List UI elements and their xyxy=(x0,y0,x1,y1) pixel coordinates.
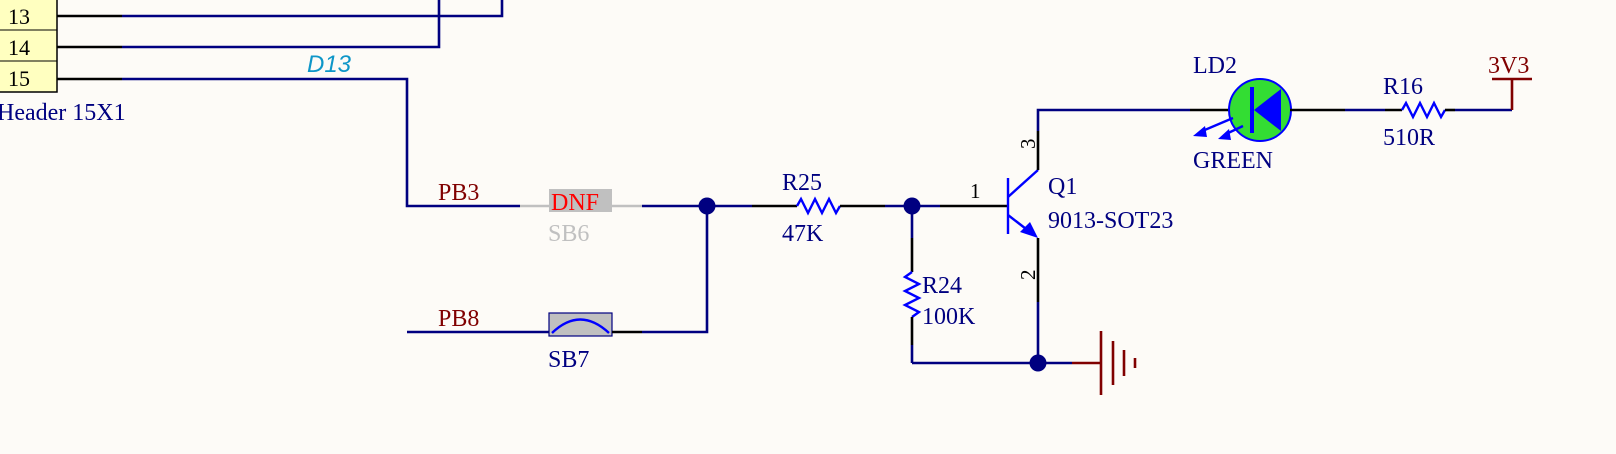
ld2-ref: LD2 xyxy=(1193,53,1237,79)
header-pin-13: 13 xyxy=(8,4,30,29)
collector-wire xyxy=(1036,108,1190,131)
resistor-r16[interactable] xyxy=(1345,100,1512,120)
emitter-arrow xyxy=(1020,222,1038,238)
header-wires xyxy=(122,0,520,208)
led-ld2[interactable] xyxy=(1190,78,1345,142)
resistor-r25[interactable] xyxy=(752,196,885,216)
header-designator: Header 15X1 xyxy=(0,100,126,126)
resistor-r24[interactable] xyxy=(902,206,922,363)
ground-symbol[interactable] xyxy=(1072,331,1137,395)
q1-value: 9013-SOT23 xyxy=(1048,208,1173,234)
net-label-pb3: PB3 xyxy=(438,180,479,206)
junction-dot xyxy=(1029,354,1047,372)
r24-value: 100K xyxy=(922,304,976,330)
header-pin-14: 14 xyxy=(8,35,30,60)
net-label-pb8: PB8 xyxy=(438,306,479,332)
light-emission-arrows xyxy=(1193,116,1244,140)
solder-bridge-sb6[interactable]: DNF xyxy=(520,189,642,216)
r16-ref: R16 xyxy=(1383,74,1423,100)
ground-wires xyxy=(912,302,1072,372)
q1-pin-emitter: 2 xyxy=(1016,270,1040,281)
r24-ref: R24 xyxy=(922,273,962,299)
power-3v3[interactable] xyxy=(1492,77,1532,110)
sb7-ref: SB7 xyxy=(548,347,589,373)
r25-ref: R25 xyxy=(782,170,822,196)
q1-pin-base: 1 xyxy=(970,179,981,203)
power-3v3-label: 3V3 xyxy=(1488,53,1529,79)
q1-pin-collector: 3 xyxy=(1016,139,1040,150)
header-connector[interactable]: 13 14 15 xyxy=(0,0,122,93)
transistor-q1[interactable] xyxy=(940,131,1040,302)
ld2-value: GREEN xyxy=(1193,148,1273,174)
sb6-ref: SB6 xyxy=(548,221,589,247)
junction-dot xyxy=(698,197,716,215)
dnf-marker: DNF xyxy=(551,190,599,216)
q1-ref: Q1 xyxy=(1048,174,1077,200)
net-label-d13: D13 xyxy=(307,51,352,78)
r16-value: 510R xyxy=(1383,125,1435,151)
r25-value: 47K xyxy=(782,221,824,247)
solder-bridge-sb7[interactable] xyxy=(548,312,642,337)
header-pin-15: 15 xyxy=(8,66,30,91)
junction-wires xyxy=(642,197,752,334)
